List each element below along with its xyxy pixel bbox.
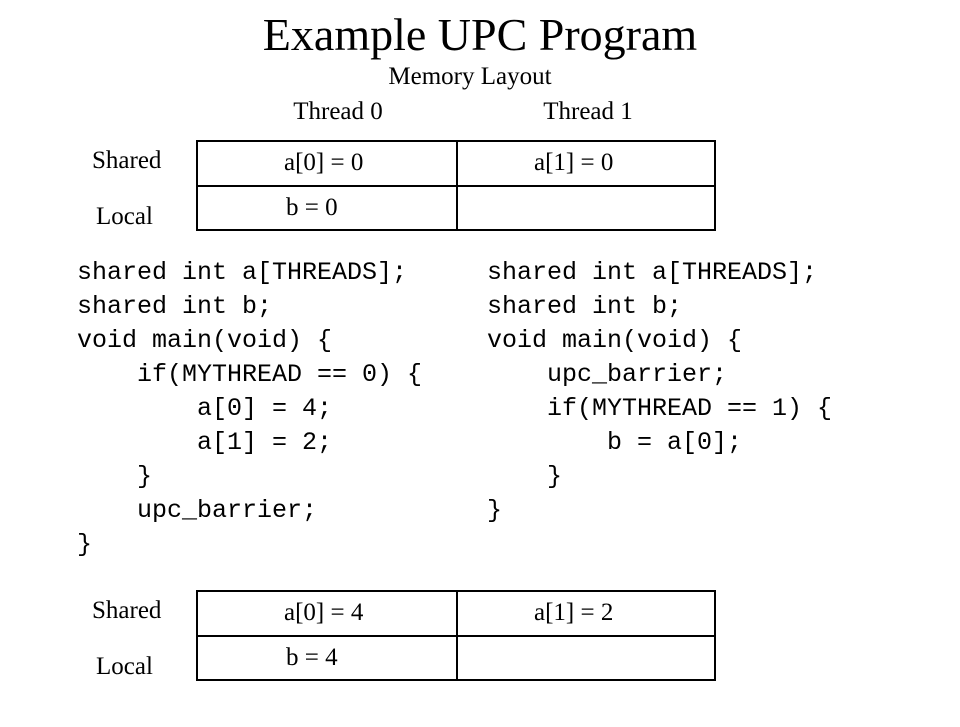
memory-layout-after: a[0] = 4 a[1] = 2 b = 4 xyxy=(196,590,716,681)
shared-value-thread-1-after: a[1] = 2 xyxy=(534,599,614,626)
local-row-label: Local xyxy=(96,203,153,230)
thread-0-label: Thread 0 xyxy=(293,98,383,125)
local-value-thread-0: b = 0 xyxy=(286,194,338,221)
code-thread-1: shared int a[THREADS]; shared int b; voi… xyxy=(487,258,833,525)
local-row-label-after: Local xyxy=(96,653,153,680)
shared-cell-thread-0-after: a[0] = 4 xyxy=(196,590,458,637)
shared-value-thread-1: a[1] = 0 xyxy=(534,149,614,176)
page-subtitle: Memory Layout xyxy=(388,63,552,90)
shared-value-thread-0-after: a[0] = 4 xyxy=(284,599,364,626)
page-title: Example UPC Program xyxy=(262,9,698,60)
shared-value-thread-0: a[0] = 0 xyxy=(284,149,364,176)
shared-row-label: Shared xyxy=(92,147,162,174)
local-cell-thread-0-after: b = 4 xyxy=(196,635,458,681)
shared-row-label-after: Shared xyxy=(92,597,162,624)
local-cell-thread-1-after xyxy=(456,635,716,681)
local-cell-thread-0: b = 0 xyxy=(196,185,458,231)
memory-layout-before: a[0] = 0 a[1] = 0 b = 0 xyxy=(196,140,716,231)
shared-cell-thread-1-after: a[1] = 2 xyxy=(456,590,716,637)
shared-cell-thread-0: a[0] = 0 xyxy=(196,140,458,187)
shared-cell-thread-1: a[1] = 0 xyxy=(456,140,716,187)
local-value-thread-0-after: b = 4 xyxy=(286,644,338,671)
thread-1-label: Thread 1 xyxy=(543,98,633,125)
local-cell-thread-1 xyxy=(456,185,716,231)
code-thread-0: shared int a[THREADS]; shared int b; voi… xyxy=(77,258,423,559)
